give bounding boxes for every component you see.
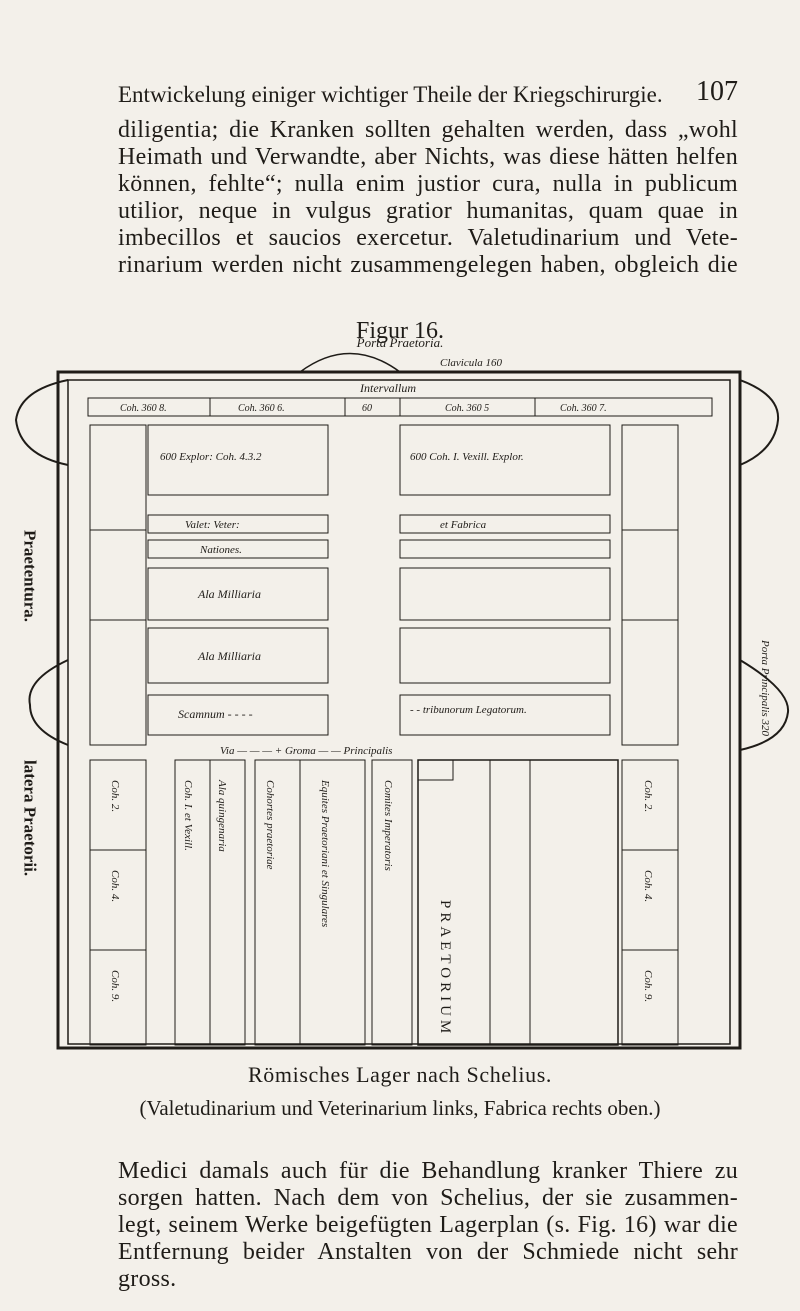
right-block-label: - - tribunorum Legatorum. (410, 704, 527, 716)
lower-column-label: Coh. 9. (109, 970, 121, 1002)
page-number: 107 (696, 76, 738, 107)
lower-column-label: Coh. I. et Vexill. (182, 780, 194, 851)
running-title: Entwickelung einiger wichtiger Theile de… (118, 82, 663, 107)
figure-caption-line-2: (Valetudinarium und Veterinarium links, … (139, 1096, 661, 1120)
text-line: rinarium werden nicht zusammengelegen ha… (118, 252, 738, 278)
outer-wall (56, 370, 742, 1050)
left-gate-curve-bottom (28, 659, 69, 746)
text-line: Entfernung beider Anstalten von der Schm… (118, 1239, 738, 1292)
lower-column-label: Ala quingenaria (216, 779, 228, 852)
text-line: legt, seinem Werke beigefügten Lagerplan… (118, 1212, 738, 1238)
figure-title: Figur 16. (355, 318, 444, 344)
right-column-label: Coh. 2. (642, 780, 654, 812)
left-block-label: Nationes. (199, 544, 242, 556)
top-row-cell: Coh. 360 5 (445, 403, 489, 414)
clavicula-label: Clavicula 160 (440, 357, 503, 369)
inner-wall (67, 379, 731, 1045)
paragraph-2: Medici damals auch für die Behandlung kr… (118, 1158, 738, 1293)
text-line: sorgen hatten. Nach dem von Schelius, de… (118, 1185, 738, 1211)
text-line: Medici damals auch für die Behandlung kr… (118, 1158, 738, 1184)
top-row-cell: Coh. 360 7. (560, 403, 607, 414)
right-block-label: et Fabrica (440, 519, 487, 531)
right-block-label: 600 Coh. I. Vexill. Explor. (410, 451, 524, 463)
left-block-label: Ala Milliaria (197, 649, 261, 663)
text-line: diligentia; die Kranken sollten gehalten… (118, 117, 738, 143)
top-row-cell: Coh. 360 8. (120, 403, 167, 414)
page-header: Entwickelung einiger wichtiger Theile de… (118, 76, 738, 116)
paragraph-1: diligentia; die Kranken sollten gehalten… (118, 117, 738, 279)
top-row-cell: Coh. 360 6. (238, 403, 285, 414)
left-block-label: Valet: Veter: (185, 519, 240, 531)
via-principalis-label: Via — — — + Groma — — Principalis (220, 745, 392, 757)
right-column-label: Coh. 9. (642, 970, 654, 1002)
porta-praetoria-label: Porta Praetoria. (356, 335, 444, 350)
left-gate-curve-top (14, 379, 69, 466)
intervallum-label: Intervallum (359, 381, 416, 395)
figure-caption-line-1: Römisches Lager nach Schelius. (248, 1062, 552, 1087)
text-line: Heimath und Verwandte, aber Nichts, was … (118, 144, 738, 170)
lower-column-label: Coh. 2. (109, 780, 121, 812)
clavicula-arc (299, 352, 401, 373)
text-line: können, fehlte“; nulla enim justior cura… (118, 171, 738, 197)
praetentura-label: Praetentura. (21, 530, 40, 622)
left-block-label: 600 Explor: Coh. 4.3.2 (160, 451, 262, 463)
top-row-cell: 60 (362, 403, 372, 414)
right-column-label: Coh. 4. (642, 870, 654, 902)
lower-column-label: Cohortes praetoriae (264, 780, 276, 870)
lower-column-label: Comites Imperatoris (382, 780, 394, 871)
latera-praetorii-label: latera Praetorii. (21, 760, 40, 876)
porta-principalis-label: Porta Principalis 320 (759, 639, 771, 736)
lower-column-label: Coh. 4. (109, 870, 121, 902)
text-line: imbecillos et saucios exercetur. Valetud… (118, 225, 738, 251)
left-block-label: Scamnum - - - - (178, 707, 253, 721)
lower-column-label: Equites Praetoriani et Singulares (319, 779, 331, 927)
right-gate-curve-bottom (739, 659, 790, 751)
left-block-label: Ala Milliaria (197, 587, 261, 601)
praetorium-label: PRAETORIUM (437, 900, 453, 1037)
text-line: utilior, neque in vulgus gratior humanit… (118, 198, 738, 224)
right-gate-curve-top (739, 379, 780, 466)
